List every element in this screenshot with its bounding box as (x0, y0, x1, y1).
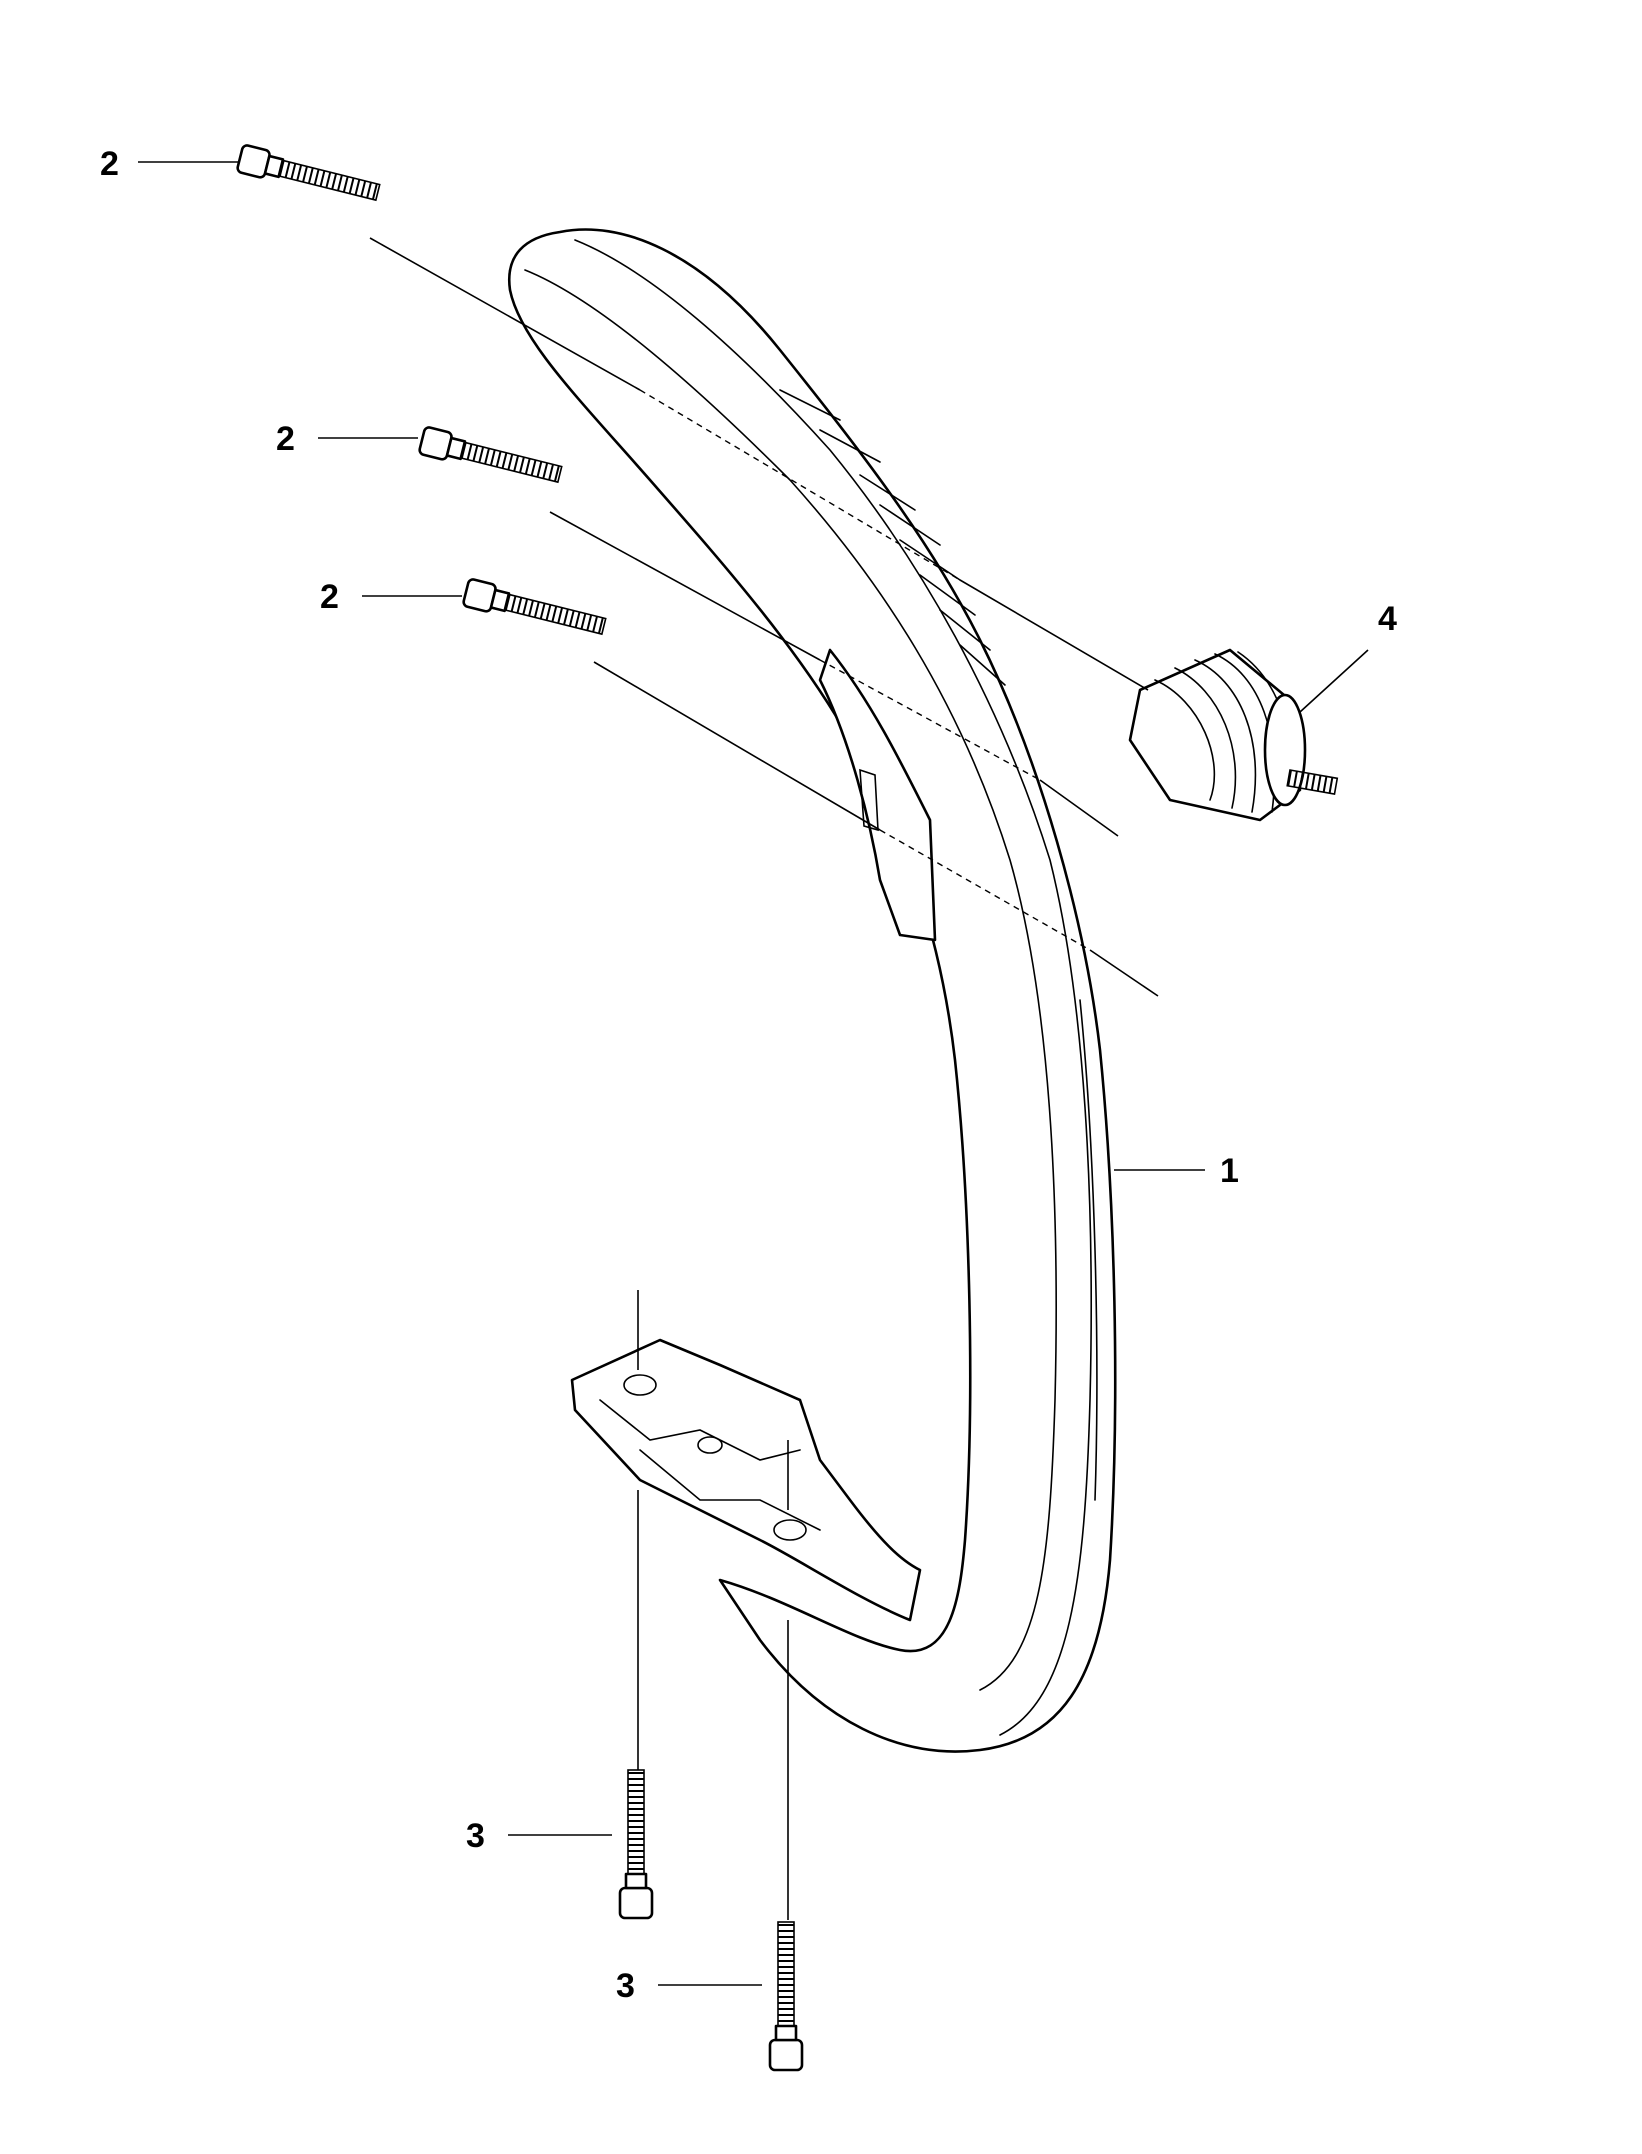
handle-mount-slot (859, 768, 879, 832)
callout-4: 4 (1378, 600, 1397, 638)
foot-plate-hole (773, 1519, 807, 1541)
callout-1: 1 (1220, 1152, 1239, 1190)
foot-plate-hole (697, 1436, 723, 1454)
handle-mount-plate (818, 648, 937, 942)
front-handle (507, 228, 1117, 1753)
anti-vibration-spring (1128, 648, 1339, 822)
callout-3-right: 3 (616, 1967, 635, 2005)
callout-3-left: 3 (466, 1817, 485, 1855)
callout-2-middle: 2 (276, 420, 295, 458)
foot-plate-hole (623, 1374, 657, 1396)
screw-3-left (618, 1769, 654, 1920)
handle-tube (507, 228, 1117, 1753)
handle-bevel-line (524, 269, 1057, 1691)
handle-outer-edge (1079, 999, 1098, 1501)
handle-grip-ridges (779, 389, 1006, 686)
foot-plate-rib (639, 1449, 821, 1531)
callout-leaders (138, 161, 1369, 1986)
screw-3-right (768, 1921, 804, 2072)
screw-2-lower (462, 578, 607, 636)
callout-2-lower: 2 (320, 578, 339, 616)
handle-edge-line (574, 239, 1093, 1736)
foot-plate-rib (599, 1399, 801, 1461)
assembly-lines (369, 237, 1159, 1920)
callout-2-top: 2 (100, 145, 119, 183)
handle-foot-plate (570, 1338, 922, 1622)
screw-2-top (236, 144, 381, 202)
screw-2-middle (418, 426, 563, 484)
